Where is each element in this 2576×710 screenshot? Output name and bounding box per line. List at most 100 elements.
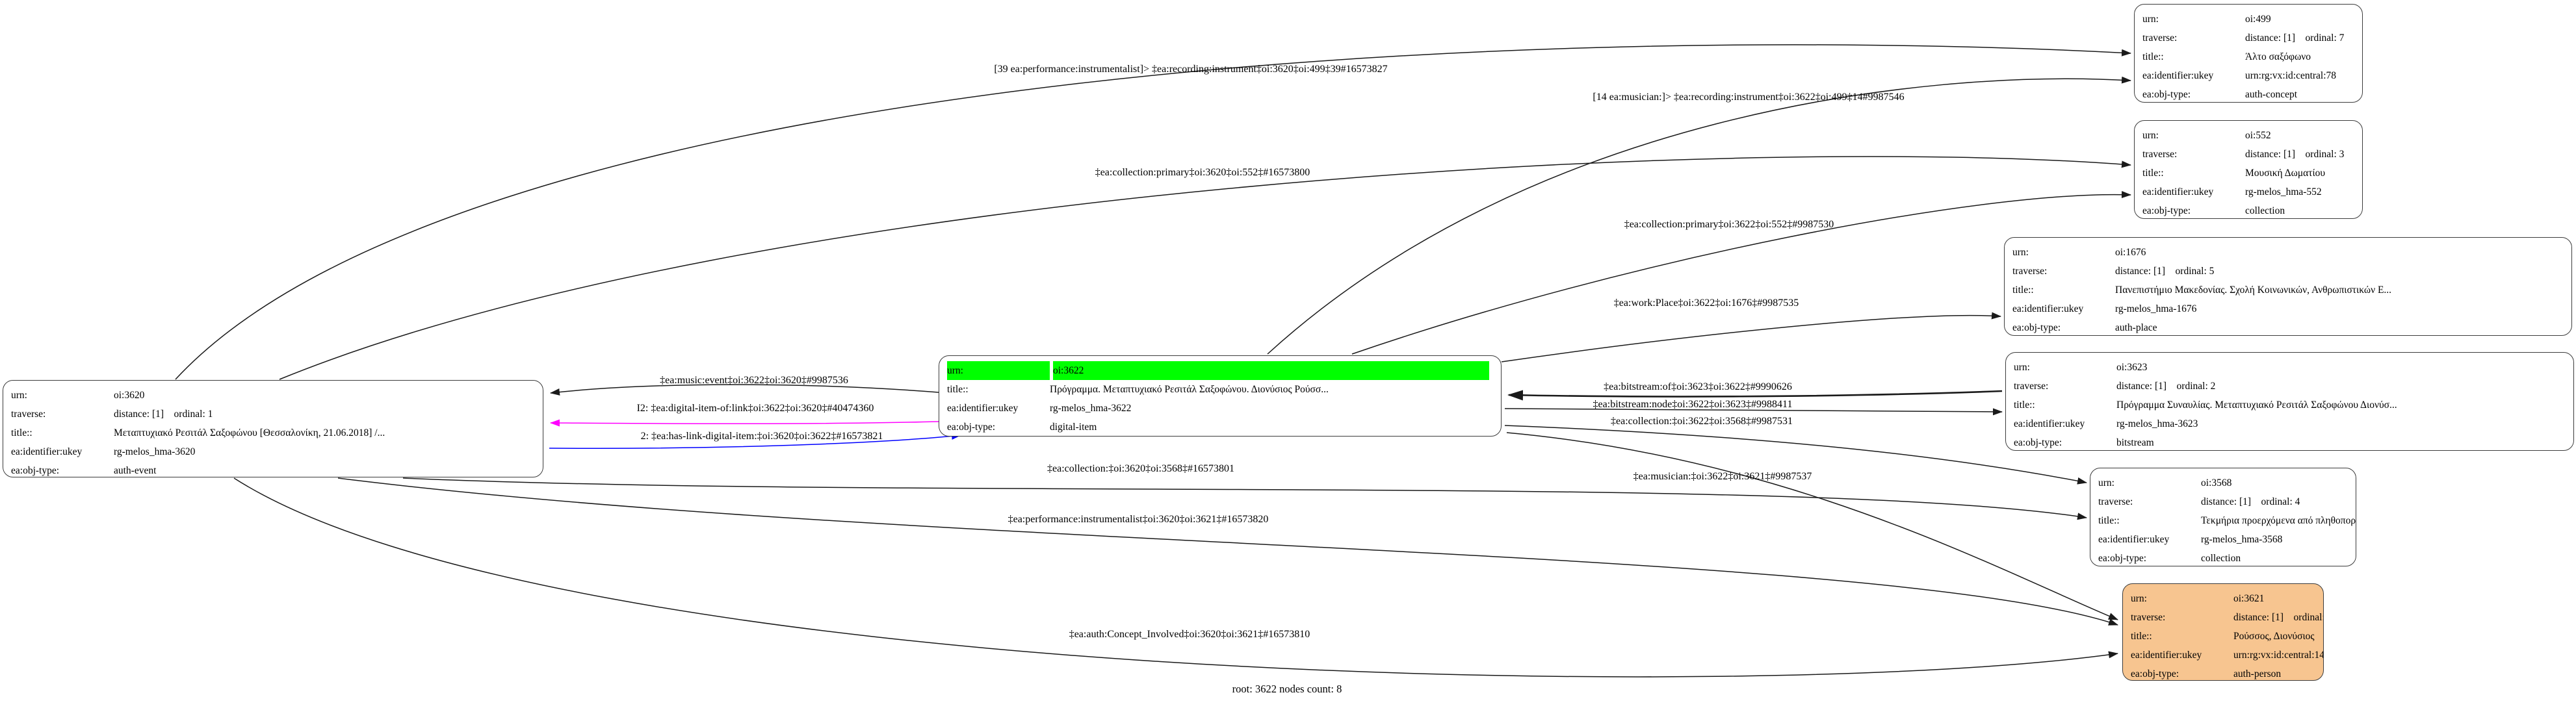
edge-collection-primary-3622-552 — [1351, 191, 2131, 355]
field-value: distance: [1] ordinal: 1 — [114, 409, 213, 420]
node-field-row: ea:obj-type: collection — [2142, 201, 2354, 218]
field-value: Άλτο σαξόφωνο — [2245, 51, 2311, 62]
field-value: Μεταπτυχιακό Ρεσιτάλ Σαξοφώνου [Θεσσαλον… — [114, 427, 385, 438]
graph-node-oi-3620[interactable]: urn: oi:3620 traverse: distance: [1] ordina… — [3, 380, 543, 477]
field-value: Πρόγραμμα. Μεταπτυχιακό Ρεσιτάλ Σαξοφώνο… — [1050, 384, 1329, 395]
edge-label-music-event-3622-3620: ‡ea:music:event‡oi:3622‡oi:3620‡#9987536 — [660, 375, 848, 386]
node-field-row: urn:oi:3623 — [2014, 358, 2566, 377]
graph-node-oi-499[interactable]: urn: oi:499 traverse:distance: [1] ordinal… — [2134, 4, 2363, 103]
edge-label-collection-3620-3568: ‡ea:collection:‡oi:3620‡oi:3568‡#1657380… — [1047, 463, 1234, 474]
field-value: oi:1676 — [2115, 247, 2146, 258]
field-key: ea:obj-type: — [2142, 205, 2191, 216]
field-value: distance: [1] ordinal: 2 — [2116, 381, 2216, 392]
field-value: collection — [2245, 205, 2285, 216]
field-key: ea:identifier:ukey — [947, 403, 1019, 414]
edge-label-bitstream-of-3623-3622: ‡ea:bitstream:of‡oi:3623‡oi:3622‡#999062… — [1604, 381, 1792, 392]
field-value: Ρούσσος, Διονύσιος — [2233, 631, 2315, 642]
node-field-row: ea:obj-type: auth-person — [2131, 665, 2315, 680]
node-field-row: traverse:distance: [1] ordinal: 4 — [2098, 492, 2348, 511]
field-key: title:: — [2012, 285, 2034, 296]
edge-has-link-digital-item-3620-3622 — [549, 432, 961, 450]
field-value: oi:3621 — [2233, 593, 2265, 604]
edge-work-place-3622-1676 — [1501, 312, 2001, 362]
field-key: traverse: — [2131, 612, 2166, 623]
node-field-row: title::Πρόγραμμα Συναυλίας. Μεταπτυχιακό… — [2014, 396, 2566, 414]
field-value: distance: [1] ordinal: 5 — [2115, 266, 2215, 277]
edge-label-collection-primary-3620-552: ‡ea:collection:primary‡oi:3620‡oi:552‡#1… — [1095, 167, 1310, 178]
field-value: auth-place — [2115, 322, 2157, 333]
field-key: title:: — [947, 384, 969, 395]
edge-label-digital-item-of-link-3622-3620: I2: ‡ea:digital-item-of:link‡oi:3622‡oi:… — [636, 403, 874, 414]
node-field-row: title::Πρόγραμμα. Μεταπτυχιακό Ρεσιτάλ Σ… — [947, 380, 1493, 399]
edge-recording-instrument-3622-499 — [1267, 76, 2131, 355]
edge-label-recording-instrument-3622-499: [14 ea:musician:]> ‡ea:recording:instrum… — [1593, 92, 1905, 103]
field-key: ea:obj-type: — [11, 465, 60, 476]
node-field-row: ea:obj-type:auth-event — [11, 461, 535, 477]
field-key: ea:obj-type: — [2131, 668, 2179, 679]
field-key: ea:identifier:ukey — [2012, 303, 2084, 314]
field-key: ea:identifier:ukey — [2098, 534, 2170, 545]
edge-musician-3622-3621 — [1506, 432, 2118, 620]
field-key: ea:identifier:ukey — [2131, 650, 2202, 661]
field-key: ea:obj-type: — [2142, 89, 2191, 100]
node-field-row: urn:oi:3622 — [947, 361, 1493, 380]
field-value: distance: [1] ordinal: 6 — [2233, 612, 2324, 623]
edge-label-recording-instrument-3620-499: [39 ea:performance:instrumentalist]> ‡ea… — [994, 64, 1388, 75]
node-field-row: ea:obj-type: digital-item — [947, 418, 1493, 436]
field-value: auth-person — [2233, 668, 2282, 679]
field-key: title:: — [2014, 399, 2035, 411]
node-field-row: title::Πανεπιστήμιο Μακεδονίας. Σχολή Κο… — [2012, 281, 2564, 299]
node-field-row: traverse:distance: [1] ordinal: 5 — [2012, 262, 2564, 281]
field-key: ea:identifier:ukey — [11, 446, 83, 457]
node-field-row: title::Άλτο σαξόφωνο — [2142, 47, 2354, 66]
field-value: distance: [1] ordinal: 3 — [2245, 149, 2345, 160]
field-key: ea:identifier:ukey — [2014, 418, 2085, 429]
node-field-row: ea:obj-type:collection — [2098, 549, 2348, 566]
field-key: ea:obj-type: — [2012, 322, 2061, 333]
graph-node-oi-1676[interactable]: urn: oi:1676 traverse:distance: [1] ordina… — [2004, 237, 2572, 336]
field-key: urn: — [2142, 14, 2159, 25]
node-field-row: urn: oi:3620 — [11, 386, 535, 405]
node-field-row: urn:oi:3621 — [2131, 589, 2315, 608]
edge-digital-item-of-link-3622-3620 — [550, 419, 939, 427]
edge-label-work-place-3622-1676: ‡ea:work:Place‡oi:3622‡oi:1676‡#9987535 — [1613, 298, 1799, 309]
edge-performance-instrumentalist-3620-3621 — [337, 477, 2118, 626]
field-key: traverse: — [11, 409, 46, 420]
edge-label-musician-3622-3621: ‡ea:musician:‡oi:3622‡oi:3621‡#9987537 — [1633, 471, 1812, 482]
graph-node-oi-3621[interactable]: urn:oi:3621 traverse: distance: [1] ordina… — [2122, 583, 2324, 681]
field-value: urn:rg:vx:id:central:14526 — [2233, 650, 2323, 661]
field-value: digital-item — [1050, 422, 1097, 433]
field-key: title:: — [2142, 168, 2164, 179]
field-value: oi:3620 — [114, 390, 145, 401]
edge-bitstream-node-3622-3623 — [1504, 408, 2003, 416]
field-key: ea:obj-type: — [947, 422, 996, 433]
edge-label-collection-primary-3622-552: ‡ea:collection:primary‡oi:3622‡oi:552‡#9… — [1624, 219, 1834, 230]
field-value: Τεκμήρια προερχόμενα από πληθοπορισμό — [2201, 515, 2356, 526]
node-field-row: traverse:distance: [1] ordinal: 7 — [2142, 29, 2354, 47]
field-key: title:: — [11, 427, 33, 438]
edge-label-bitstream-node-3622-3623: ‡ea:bitstream:node‡oi:3622‡oi:3623‡#9988… — [1593, 399, 1793, 410]
edge-collection-3620-3568 — [402, 477, 2087, 520]
field-key: urn: — [2012, 247, 2029, 258]
node-field-row: urn:oi:552 — [2142, 126, 2354, 145]
field-key: urn: — [11, 390, 27, 401]
field-key: title:: — [2098, 515, 2120, 526]
node-field-row: ea:identifier:ukey rg-melos_hma-3622 — [947, 399, 1493, 418]
node-field-row: ea:obj-type:auth-concept — [2142, 85, 2354, 102]
node-field-row: traverse: distance: [1] ordinal: 1 — [11, 405, 535, 424]
field-value: rg-melos_hma-3622 — [1050, 403, 1132, 414]
edge-collection-primary-3620-552 — [279, 156, 2131, 380]
field-key: traverse: — [2098, 496, 2133, 507]
node-field-row: urn: oi:499 — [2142, 10, 2354, 29]
field-value: oi:3622 — [1053, 361, 1489, 380]
field-value: oi:499 — [2245, 14, 2271, 25]
